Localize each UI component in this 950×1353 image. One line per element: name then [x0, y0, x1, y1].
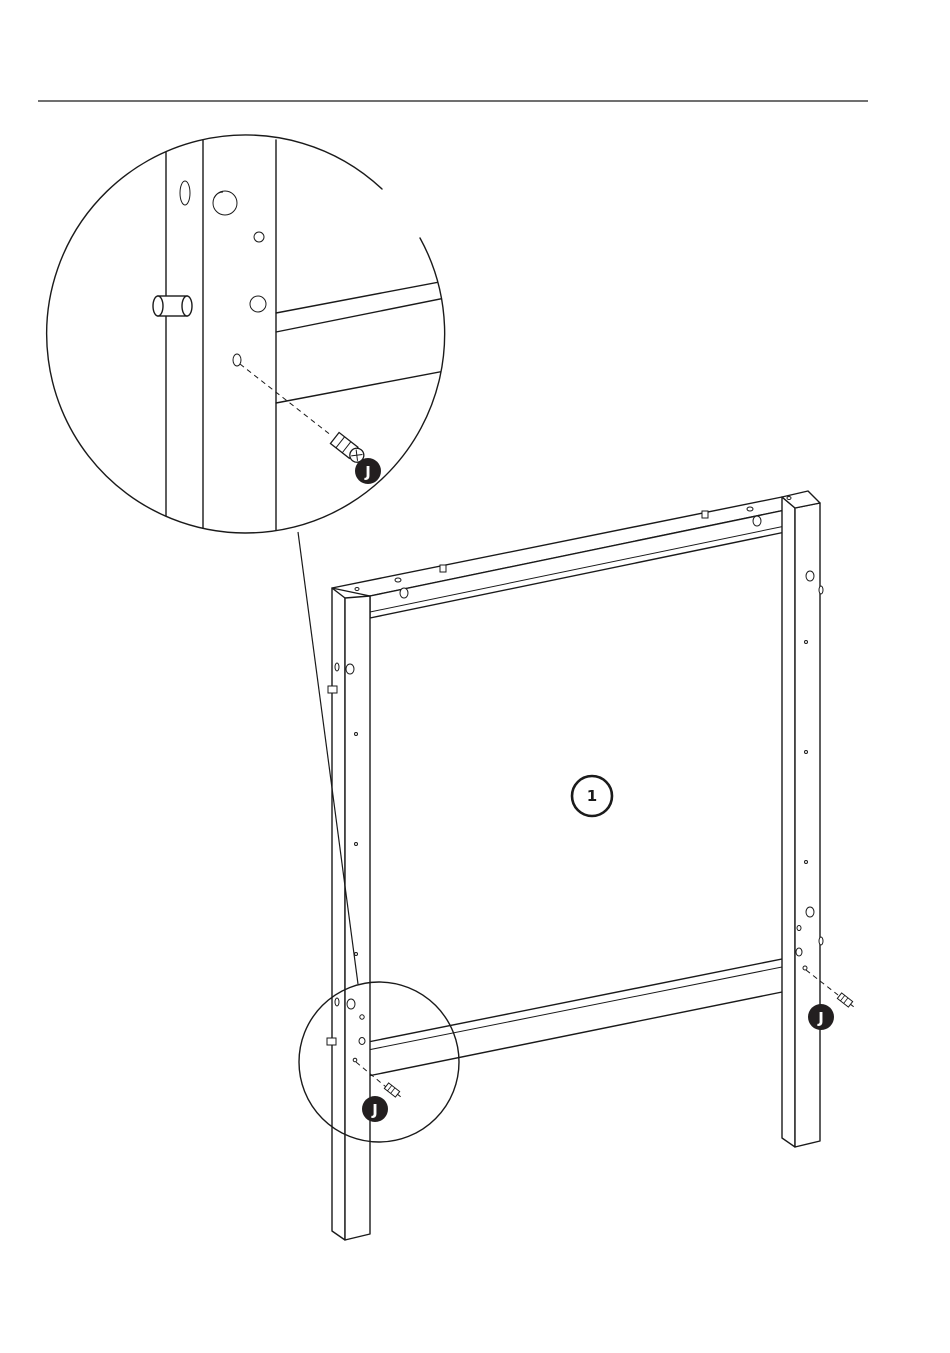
fastener-badge-bottom: J [362, 1096, 388, 1122]
detail-circle-large [47, 135, 450, 540]
left-post [332, 588, 370, 1240]
fastener-badge-top: J [355, 458, 381, 484]
fastener-badge-bottom-label: J [371, 1101, 378, 1119]
bottom-rail [368, 957, 792, 1076]
dowel-pin [153, 296, 192, 316]
frame-assembly [328, 491, 856, 1240]
part-number-label: 1 [587, 787, 597, 805]
fastener-badge-top-label: J [364, 463, 371, 481]
part-number-badge: 1 [572, 776, 612, 816]
fastener-badge-right: J [808, 1004, 834, 1030]
fastener-badge-right-label: J [817, 1009, 824, 1027]
top-rail [332, 497, 795, 618]
right-post [782, 491, 820, 1147]
